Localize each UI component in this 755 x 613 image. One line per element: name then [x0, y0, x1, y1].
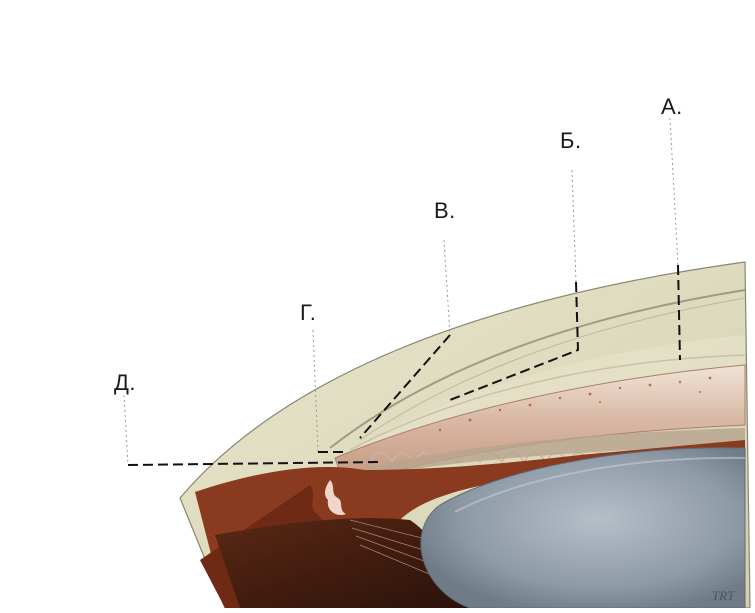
label-b: Б. — [560, 128, 582, 154]
label-a: А. — [661, 94, 683, 120]
label-d: Д. — [114, 370, 136, 396]
artist-signature: TRT — [712, 588, 734, 604]
label-g: Г. — [300, 300, 316, 326]
label-v: В. — [434, 198, 456, 224]
